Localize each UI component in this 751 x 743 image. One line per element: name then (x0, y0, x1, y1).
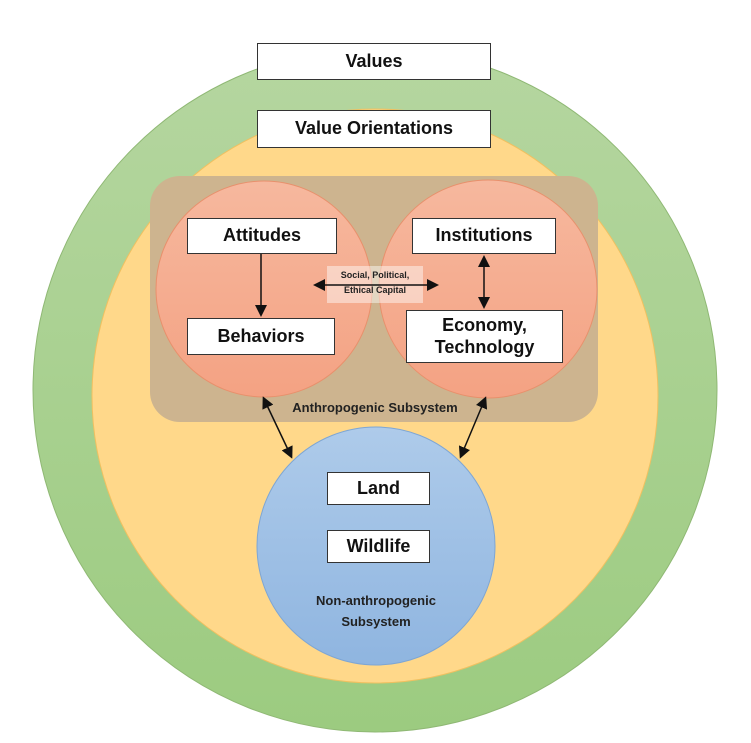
non-anthro-line-2: Subsystem (341, 614, 411, 629)
anthropogenic-label: Anthropogenic Subsystem (292, 400, 458, 415)
right-link-arrow (458, 396, 488, 459)
capital-line-2: Ethical Capital (343, 285, 406, 295)
capital-line-1: Social, Political, (340, 270, 410, 280)
values-box: Values (257, 43, 491, 80)
land-box: Land (327, 472, 430, 505)
behaviors-box: Behaviors (187, 318, 335, 355)
non-anthro-line-1: Non-anthropogenic (316, 593, 436, 608)
institutions-box: Institutions (412, 218, 556, 254)
economy-line: Economy, (442, 314, 527, 335)
technology-line: Technology (434, 336, 535, 357)
capital-label: Social, Political, Ethical Capital (327, 268, 423, 298)
attitudes-box: Attitudes (187, 218, 337, 254)
value-orientations-box: Value Orientations (257, 110, 491, 148)
left-link-arrow (262, 396, 293, 459)
non-anthropogenic-label: Non-anthropogenic Subsystem (286, 590, 466, 632)
economy-technology-box: Economy, Technology (406, 310, 563, 363)
wildlife-box: Wildlife (327, 530, 430, 563)
